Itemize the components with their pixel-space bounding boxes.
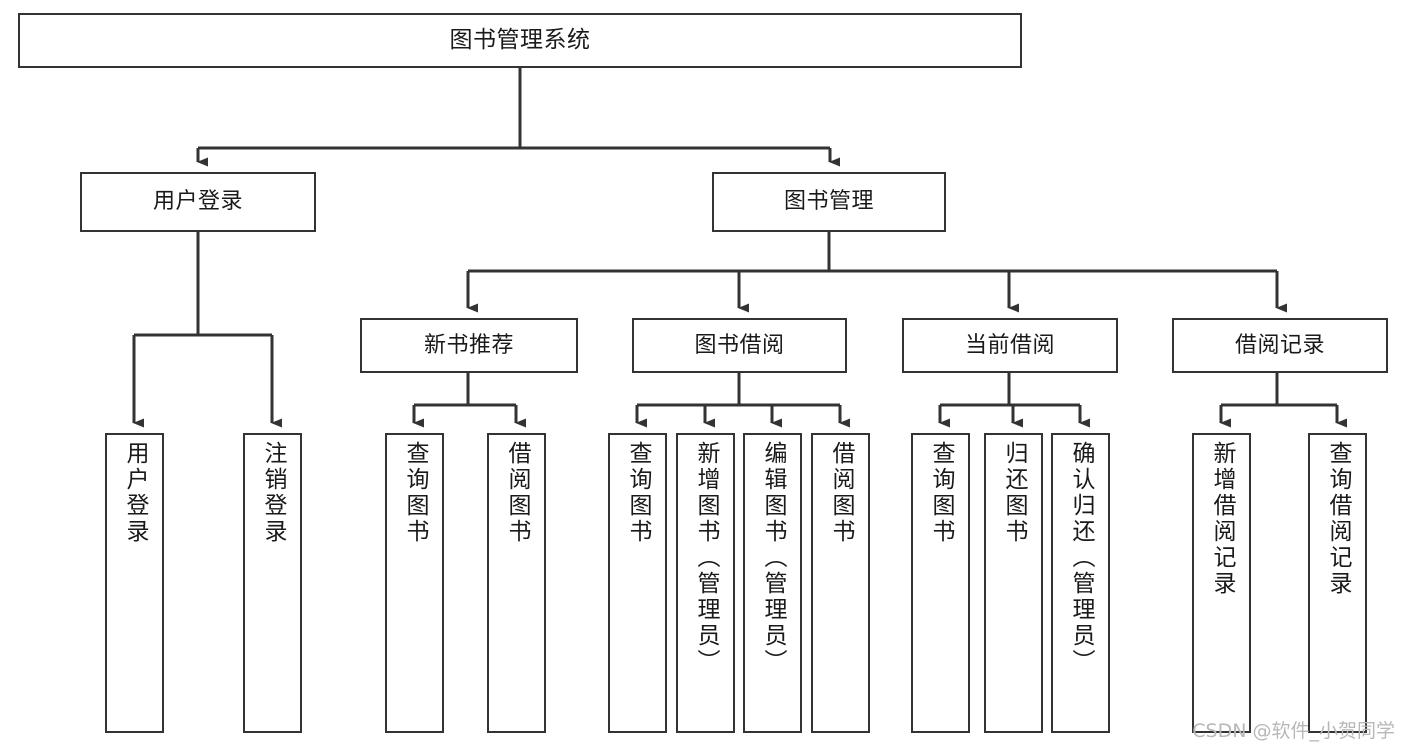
- node-leaf-borrow-book[interactable]: 借阅图书: [811, 433, 870, 733]
- node-leaf-query-book-current[interactable]: 查询图书: [911, 433, 970, 733]
- node-borrow-record[interactable]: 借阅记录: [1172, 318, 1388, 373]
- node-current-borrow[interactable]: 当前借阅: [902, 318, 1118, 373]
- node-leaf-confirm-return-admin[interactable]: 确认归还（管理员）: [1051, 433, 1110, 733]
- node-leaf-add-borrow-record[interactable]: 新增借阅记录: [1192, 433, 1251, 733]
- node-label-leaf-borrow-book: 借阅图书: [828, 441, 854, 545]
- node-leaf-query-book-recommend[interactable]: 查询图书: [385, 433, 444, 733]
- node-label-leaf-edit-book-admin: 编辑图书（管理员）: [760, 441, 786, 675]
- node-user-login[interactable]: 用户登录: [80, 172, 316, 232]
- node-label-leaf-add-borrow-record: 新增借阅记录: [1209, 441, 1235, 597]
- node-label-new-book-recommend: 新书推荐: [423, 332, 514, 358]
- node-label-root: 图书管理系统: [449, 26, 591, 53]
- node-leaf-return-book[interactable]: 归还图书: [984, 433, 1043, 733]
- node-label-leaf-confirm-return-admin: 确认归还（管理员）: [1068, 441, 1094, 675]
- node-label-leaf-user-login: 用户登录: [122, 441, 148, 545]
- node-label-leaf-borrow-book-recommend: 借阅图书: [504, 441, 530, 545]
- node-leaf-add-book-admin[interactable]: 新增图书（管理员）: [676, 433, 735, 733]
- node-label-leaf-query-book-recommend: 查询图书: [402, 441, 428, 545]
- node-leaf-edit-book-admin[interactable]: 编辑图书（管理员）: [743, 433, 802, 733]
- node-leaf-logout[interactable]: 注销登录: [243, 433, 302, 733]
- node-label-leaf-logout: 注销登录: [260, 441, 286, 545]
- node-label-book-borrow: 图书借阅: [694, 332, 785, 358]
- node-label-leaf-add-book-admin: 新增图书（管理员）: [693, 441, 719, 675]
- node-leaf-borrow-book-recommend[interactable]: 借阅图书: [487, 433, 546, 733]
- node-leaf-query-book-borrow[interactable]: 查询图书: [608, 433, 667, 733]
- node-label-borrow-record: 借阅记录: [1234, 332, 1325, 358]
- node-root[interactable]: 图书管理系统: [18, 13, 1022, 68]
- node-leaf-user-login[interactable]: 用户登录: [105, 433, 164, 733]
- node-label-leaf-query-borrow-record: 查询借阅记录: [1325, 441, 1351, 597]
- node-label-leaf-return-book: 归还图书: [1001, 441, 1027, 545]
- node-new-book-recommend[interactable]: 新书推荐: [360, 318, 578, 373]
- node-label-current-borrow: 当前借阅: [964, 332, 1055, 358]
- node-label-leaf-query-book-current: 查询图书: [928, 441, 954, 545]
- node-label-leaf-query-book-borrow: 查询图书: [625, 441, 651, 545]
- node-label-user-login: 用户登录: [152, 189, 243, 215]
- node-label-book-manage: 图书管理: [783, 189, 874, 215]
- node-book-borrow[interactable]: 图书借阅: [632, 318, 847, 373]
- node-book-manage[interactable]: 图书管理: [712, 172, 946, 232]
- node-leaf-query-borrow-record[interactable]: 查询借阅记录: [1308, 433, 1367, 733]
